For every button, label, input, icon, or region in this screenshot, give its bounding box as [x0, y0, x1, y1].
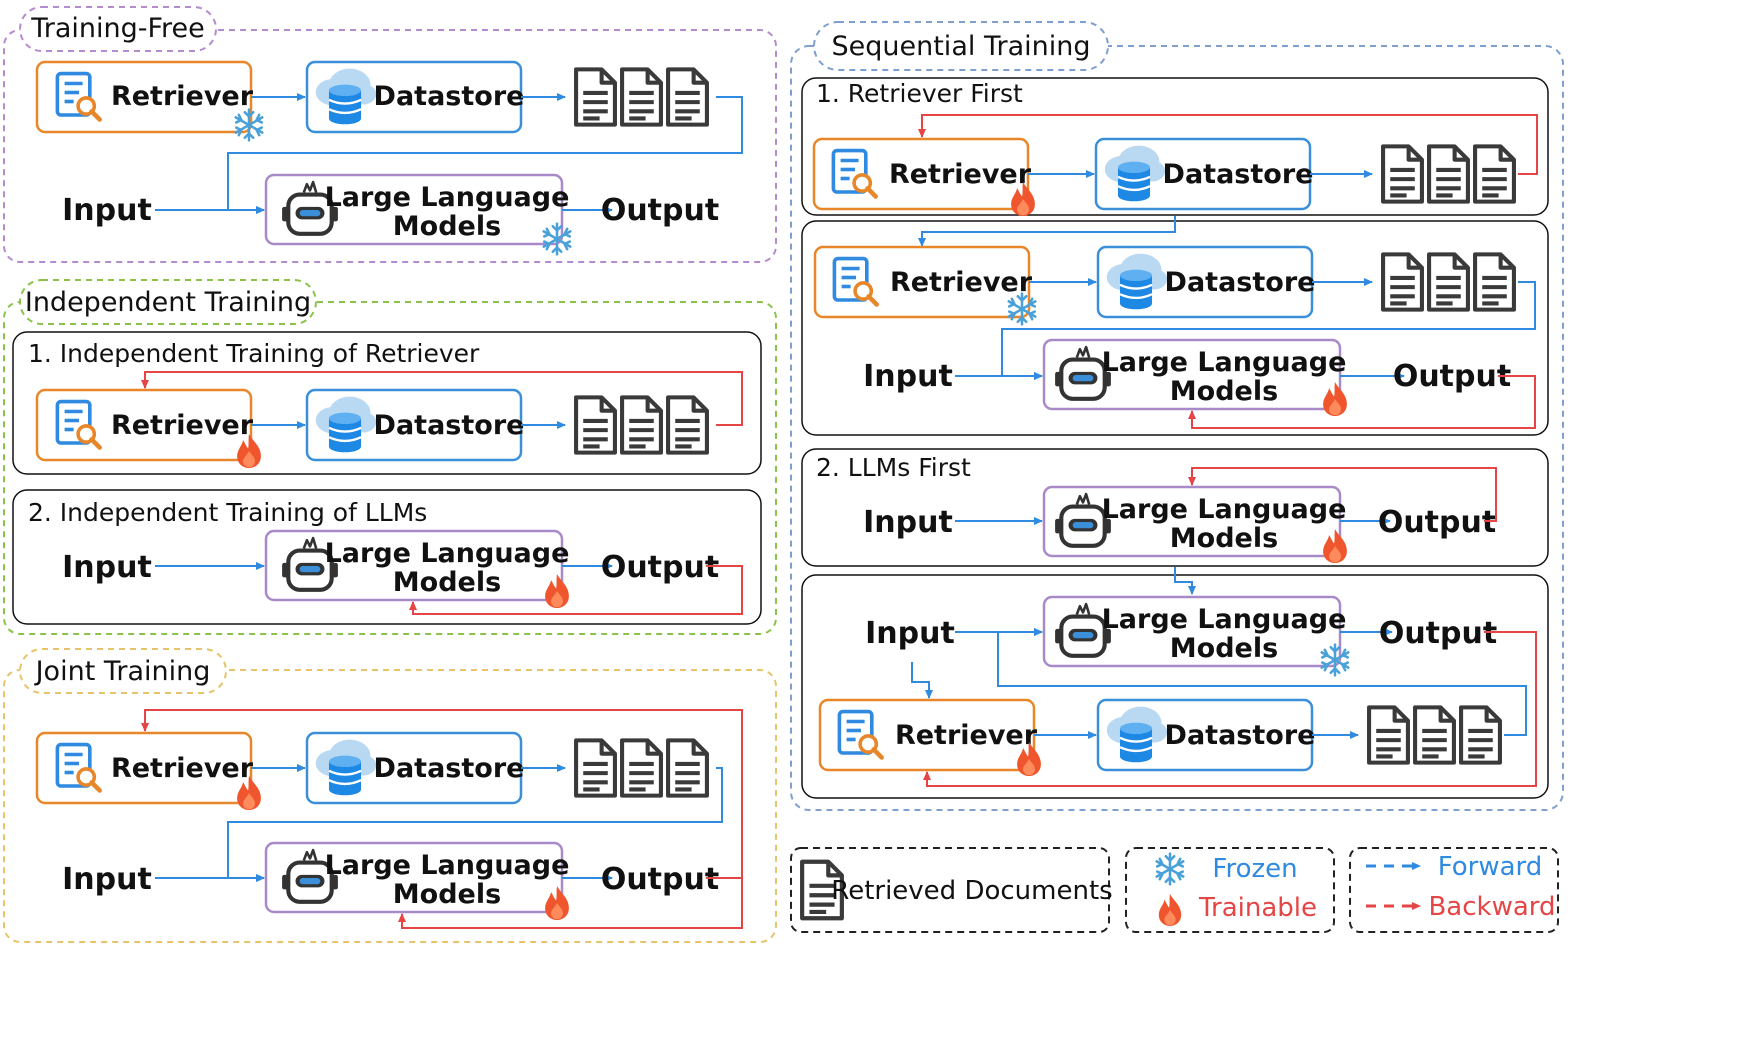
- document-icon: [1383, 146, 1422, 201]
- independent-sub1-title: 1. Independent Training of Retriever: [28, 339, 480, 368]
- legend-forward-backward: Forward Backward: [1349, 847, 1559, 933]
- output-label: Output: [601, 193, 719, 228]
- document-icon: [668, 69, 707, 124]
- output-label: Output: [601, 862, 719, 897]
- document-icon: [622, 69, 661, 124]
- document-icon: [576, 397, 615, 452]
- input-label: Input: [865, 616, 955, 651]
- llm-label-line1: Large Language: [325, 850, 570, 881]
- input-label: Input: [62, 550, 152, 585]
- sequential-training-section: Sequential Training 1. Retriever First R…: [790, 21, 1564, 811]
- datastore-label: Datastore: [1165, 720, 1316, 751]
- retriever-label: Retriever: [111, 81, 254, 112]
- datastore-label: Datastore: [1165, 267, 1316, 298]
- document-icon: [1429, 254, 1468, 309]
- output-label: Output: [1378, 505, 1496, 540]
- legend-trainable-label: Trainable: [1198, 893, 1317, 923]
- legend-retrieved-documents-label: Retrieved Documents: [831, 876, 1112, 906]
- llm-label-line2: Models: [1170, 523, 1278, 554]
- training-free-title: Training-Free: [30, 13, 205, 44]
- output-label: Output: [1393, 359, 1511, 394]
- document-icon: [622, 740, 661, 795]
- llm-label-line1: Large Language: [1102, 604, 1347, 635]
- llm-label-line1: Large Language: [325, 182, 570, 213]
- independent-training-title: Independent Training: [25, 287, 311, 318]
- document-icon: [1475, 254, 1514, 309]
- input-label: Input: [863, 505, 953, 540]
- datastore-label: Datastore: [374, 410, 525, 441]
- legend-retrieved-documents: Retrieved Documents: [790, 847, 1113, 933]
- llm-label-line1: Large Language: [325, 538, 570, 569]
- document-icon: [1475, 146, 1514, 201]
- llm-label-line2: Models: [1170, 376, 1278, 407]
- legend-forward-label: Forward: [1438, 852, 1543, 882]
- document-icon: [576, 69, 615, 124]
- document-icon: [622, 397, 661, 452]
- output-label: Output: [601, 550, 719, 585]
- llm-label-line2: Models: [393, 211, 501, 242]
- sequential-training-title: Sequential Training: [832, 31, 1091, 62]
- retriever-label: Retriever: [111, 753, 254, 784]
- input-label: Input: [62, 193, 152, 228]
- datastore-label: Datastore: [374, 753, 525, 784]
- llm-label-line2: Models: [393, 879, 501, 910]
- input-label: Input: [62, 862, 152, 897]
- independent-sub2-title: 2. Independent Training of LLMs: [28, 498, 427, 527]
- joint-training-section: Joint Training Retriever Datastore Input…: [3, 648, 777, 943]
- training-free-section: Training-Free Retriever Datastore Input …: [3, 6, 777, 263]
- datastore-label: Datastore: [374, 81, 525, 112]
- datastore-label: Datastore: [1163, 159, 1314, 190]
- independent-training-section: Independent Training 1. Independent Trai…: [3, 279, 777, 635]
- input-label: Input: [863, 359, 953, 394]
- document-icon: [1461, 707, 1500, 762]
- retriever-label: Retriever: [889, 159, 1032, 190]
- document-icon: [1415, 707, 1454, 762]
- sequential-sub1-title: 1. Retriever First: [816, 79, 1023, 108]
- document-icon: [1369, 707, 1408, 762]
- document-icon: [668, 397, 707, 452]
- legend-backward-label: Backward: [1428, 892, 1555, 922]
- document-icon: [1429, 146, 1468, 201]
- sequential-sub2-title: 2. LLMs First: [816, 453, 971, 482]
- retriever-label: Retriever: [890, 267, 1033, 298]
- llm-label-line2: Models: [393, 567, 501, 598]
- retriever-label: Retriever: [895, 720, 1038, 751]
- llm-label-line1: Large Language: [1102, 347, 1347, 378]
- llm-label-line1: Large Language: [1102, 494, 1347, 525]
- legend-frozen-trainable: Frozen Trainable: [1125, 847, 1335, 933]
- output-label: Output: [1379, 616, 1497, 651]
- retriever-label: Retriever: [111, 410, 254, 441]
- document-icon: [1383, 254, 1422, 309]
- llm-label-line2: Models: [1170, 633, 1278, 664]
- legend-frozen-label: Frozen: [1212, 854, 1297, 884]
- joint-training-title: Joint Training: [34, 656, 211, 687]
- document-icon: [576, 740, 615, 795]
- document-icon: [668, 740, 707, 795]
